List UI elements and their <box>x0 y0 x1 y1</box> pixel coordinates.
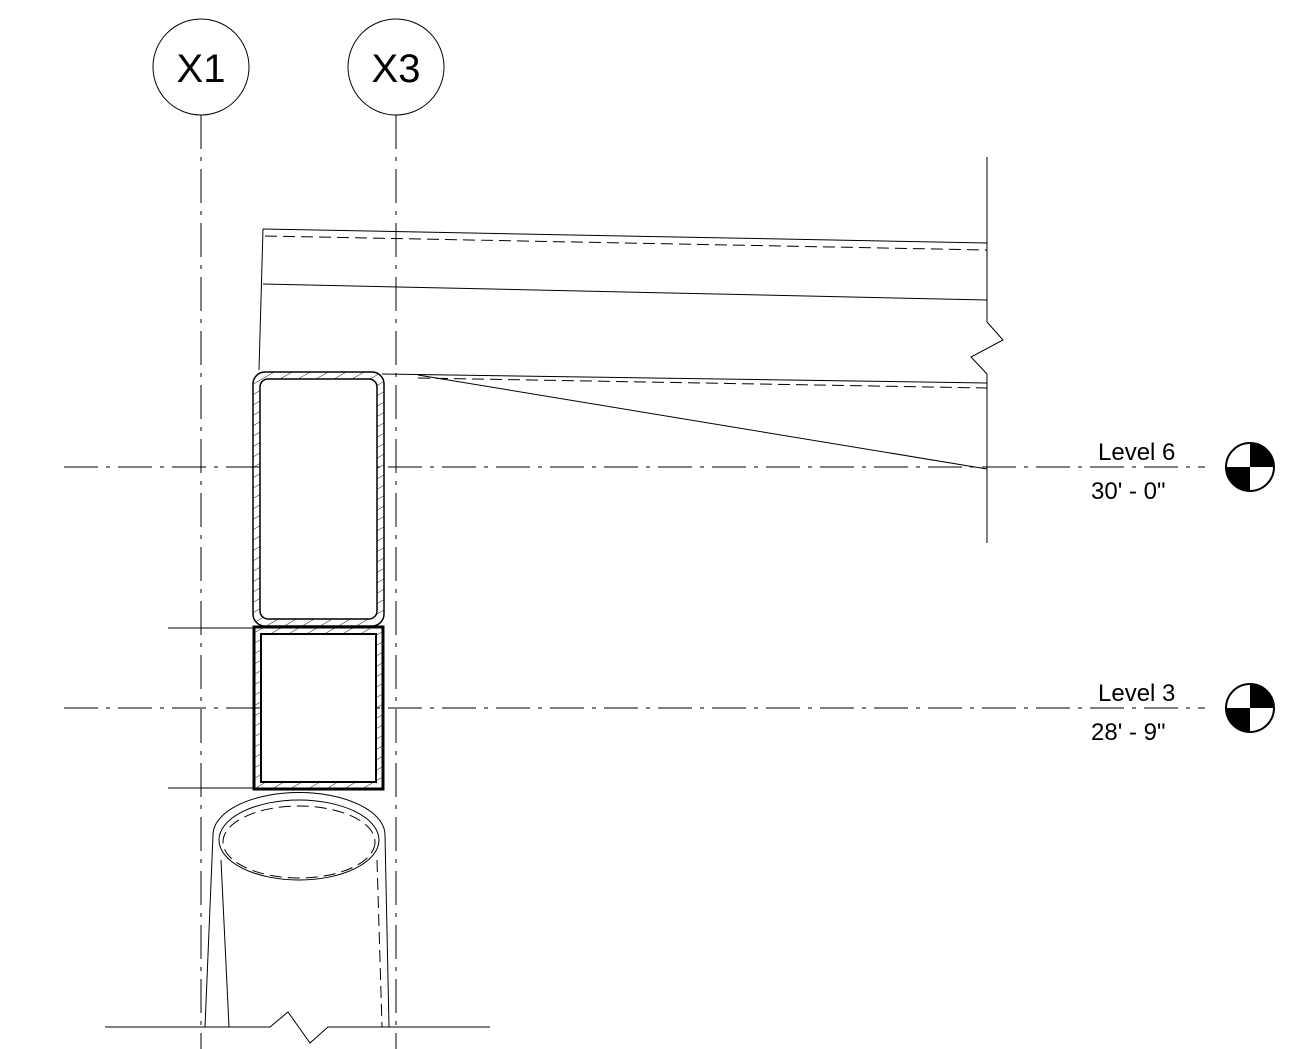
wall-right <box>970 157 1004 543</box>
level-3: Level 3 28' - 9" <box>64 680 1275 746</box>
gridline-x3-label: X3 <box>372 47 421 91</box>
level-3-name: Level 3 <box>1098 680 1175 707</box>
level-3-elevation: 28' - 9" <box>1091 719 1165 746</box>
bottom-break-line <box>105 1011 490 1044</box>
gridline-x1: X1 <box>152 18 250 1049</box>
level-6: Level 6 30' - 0" <box>64 439 1275 505</box>
level-6-name: Level 6 <box>1098 439 1175 466</box>
hss-tube-lower <box>252 625 385 791</box>
level-3-marker-icon <box>1225 683 1275 733</box>
level-6-marker-icon <box>1225 442 1275 492</box>
round-column <box>204 792 390 1028</box>
roof-slab-upper <box>258 228 988 371</box>
sloped-beam <box>381 373 988 470</box>
gridline-x3-bubble <box>347 18 445 116</box>
gridline-x1-label: X1 <box>177 47 226 91</box>
level-6-elevation: 30' - 0" <box>1091 478 1165 505</box>
hss-tube-upper <box>252 371 385 627</box>
gridline-x1-bubble <box>152 18 250 116</box>
gridline-x3: X3 <box>347 18 445 1049</box>
